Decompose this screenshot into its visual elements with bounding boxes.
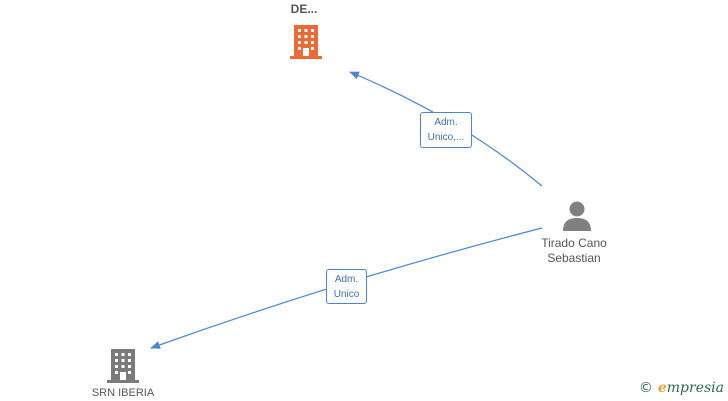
person-icon[interactable] — [561, 200, 593, 232]
building-icon[interactable] — [107, 347, 139, 383]
top-company-label[interactable]: DE... — [290, 2, 318, 16]
edge-label-top[interactable]: Adm. Unico,... — [420, 112, 472, 148]
edge-label-top-line2: Unico,... — [427, 132, 465, 143]
edge-label-top-line1: Adm. — [434, 117, 458, 128]
edge-label-bottom-line1: Adm. — [334, 274, 359, 285]
brand-initial: e — [657, 380, 667, 396]
edge-label-bottom[interactable]: Adm. Unico — [326, 269, 367, 304]
person-label[interactable]: Tirado Cano Sebastian — [528, 236, 620, 266]
copyright-symbol: © — [638, 380, 653, 396]
bottom-company-label[interactable]: SRN IBERIA — [91, 387, 155, 399]
building-icon[interactable] — [290, 23, 322, 59]
edge-label-bottom-line2: Unico — [333, 289, 360, 300]
person-name-line2: Sebastian — [547, 251, 601, 265]
empresia-watermark: ©empresia — [639, 380, 724, 396]
person-name-line1: Tirado Cano — [541, 236, 607, 250]
brand-rest: mpresia — [666, 380, 724, 396]
